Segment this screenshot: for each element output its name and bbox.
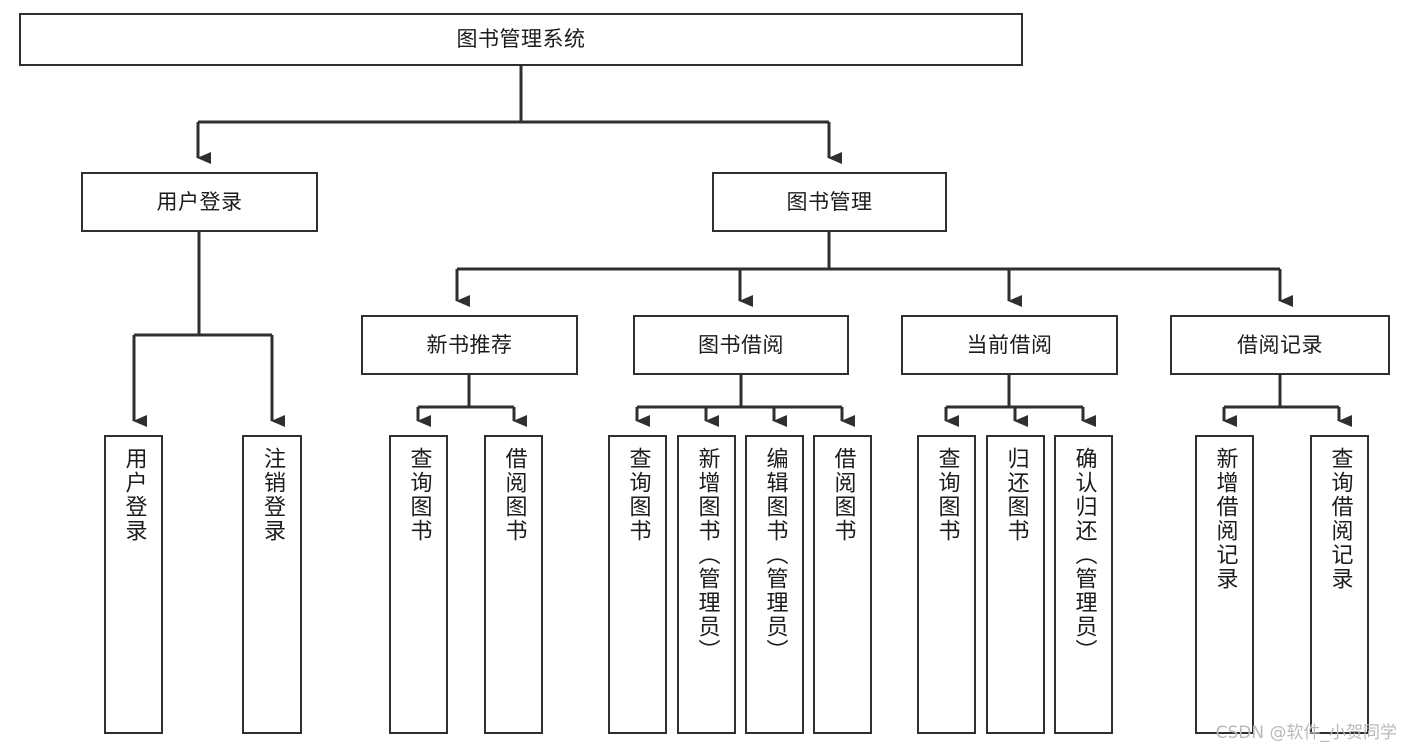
leaf-edit-book[interactable]: 编辑图书（管理员） xyxy=(745,435,804,734)
leaf-add-book[interactable]: 新增图书（管理员） xyxy=(677,435,736,734)
leaf-query-book-c[interactable]: 查询图书 xyxy=(917,435,976,734)
leaf-query-book-b-label: 查询图书 xyxy=(625,447,651,543)
leaf-borrow-book-a[interactable]: 借阅图书 xyxy=(484,435,543,734)
leaf-query-record-label: 查询借阅记录 xyxy=(1327,447,1353,591)
leaf-logout[interactable]: 注销登录 xyxy=(242,435,302,734)
leaf-borrow-book-b[interactable]: 借阅图书 xyxy=(813,435,872,734)
leaf-query-book-a-label: 查询图书 xyxy=(406,447,432,543)
leaf-edit-book-label: 编辑图书（管理员） xyxy=(762,447,788,663)
node-book-borrow-label: 图书借阅 xyxy=(698,332,784,357)
node-user-login[interactable]: 用户登录 xyxy=(81,172,318,232)
watermark-text: CSDN @软件_小贺同学 xyxy=(1215,723,1397,743)
leaf-return-book-label: 归还图书 xyxy=(1003,447,1029,543)
leaf-query-book-a[interactable]: 查询图书 xyxy=(389,435,448,734)
leaf-add-record-label: 新增借阅记录 xyxy=(1212,447,1238,591)
leaf-confirm-return-label: 确认归还（管理员） xyxy=(1071,447,1097,663)
node-root[interactable]: 图书管理系统 xyxy=(19,13,1023,66)
leaf-add-record[interactable]: 新增借阅记录 xyxy=(1195,435,1254,734)
leaf-return-book[interactable]: 归还图书 xyxy=(986,435,1045,734)
node-book-borrow[interactable]: 图书借阅 xyxy=(633,315,849,375)
node-current-borrow-label: 当前借阅 xyxy=(966,332,1053,357)
leaf-confirm-return[interactable]: 确认归还（管理员） xyxy=(1054,435,1113,734)
node-current-borrow[interactable]: 当前借阅 xyxy=(901,315,1118,375)
node-new-book-recommend[interactable]: 新书推荐 xyxy=(361,315,578,375)
node-user-login-label: 用户登录 xyxy=(156,189,243,214)
leaf-add-book-label: 新增图书（管理员） xyxy=(694,447,720,663)
node-borrow-record-label: 借阅记录 xyxy=(1237,332,1323,357)
leaf-user-login-label: 用户登录 xyxy=(121,447,147,543)
leaf-query-book-b[interactable]: 查询图书 xyxy=(608,435,667,734)
leaf-query-book-c-label: 查询图书 xyxy=(934,447,960,543)
leaf-logout-label: 注销登录 xyxy=(260,447,285,543)
leaf-borrow-book-a-label: 借阅图书 xyxy=(501,447,527,543)
node-new-book-recommend-label: 新书推荐 xyxy=(426,332,513,357)
leaf-user-login[interactable]: 用户登录 xyxy=(104,435,163,734)
leaf-query-record[interactable]: 查询借阅记录 xyxy=(1310,435,1369,734)
node-book-management[interactable]: 图书管理 xyxy=(712,172,947,232)
node-book-management-label: 图书管理 xyxy=(786,189,873,214)
leaf-borrow-book-b-label: 借阅图书 xyxy=(830,447,856,543)
node-root-label: 图书管理系统 xyxy=(456,27,586,52)
node-borrow-record[interactable]: 借阅记录 xyxy=(1170,315,1390,375)
